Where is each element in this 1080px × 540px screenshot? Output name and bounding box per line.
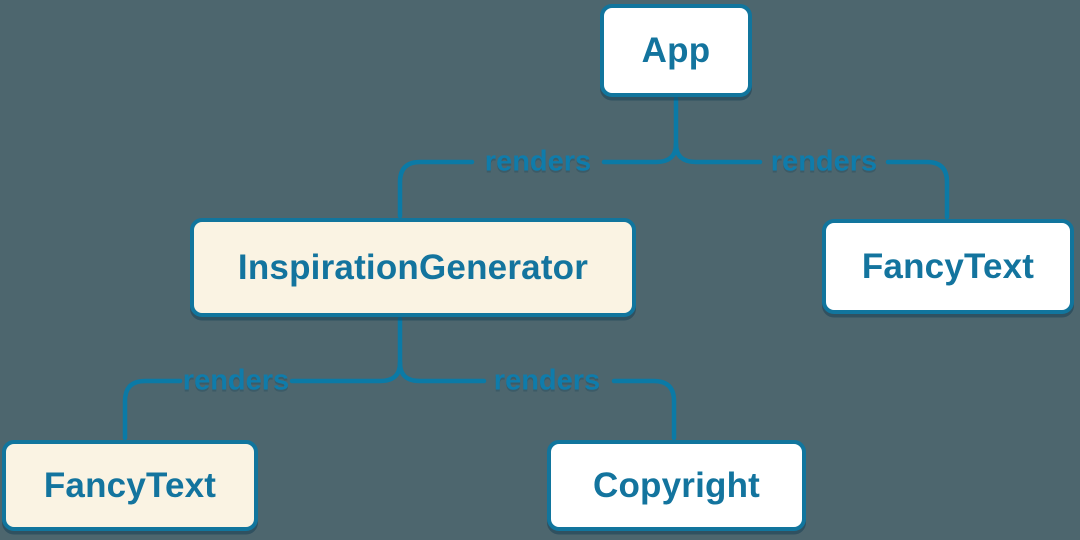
edge-label-renders: renders — [770, 145, 878, 178]
node-fancy-text-bottom: FancyText — [2, 440, 258, 531]
node-label: Copyright — [592, 465, 761, 505]
edge-app-children-stem — [601, 96, 763, 165]
edge-label-renders: renders — [484, 145, 592, 178]
node-label: App — [641, 30, 711, 70]
node-app: App — [600, 4, 752, 97]
edge-inspiration-generator-children-stem — [289, 316, 487, 384]
node-label: FancyText — [43, 465, 217, 505]
edge-label-renders: renders — [493, 364, 601, 397]
node-label: FancyText — [861, 246, 1035, 286]
node-copyright: Copyright — [547, 440, 806, 531]
edge-label-renders: renders — [182, 364, 290, 397]
edge-app-fancy-text — [885, 159, 950, 220]
edge-inspiration-generator-copyright — [611, 378, 677, 441]
node-fancy-text-top: FancyText — [822, 219, 1074, 314]
edge-inspiration-generator-fancy-text — [122, 378, 183, 441]
edge-app-inspiration-generator — [397, 159, 475, 219]
node-label: InspirationGenerator — [237, 247, 589, 287]
node-inspiration-generator: InspirationGenerator — [190, 218, 636, 317]
